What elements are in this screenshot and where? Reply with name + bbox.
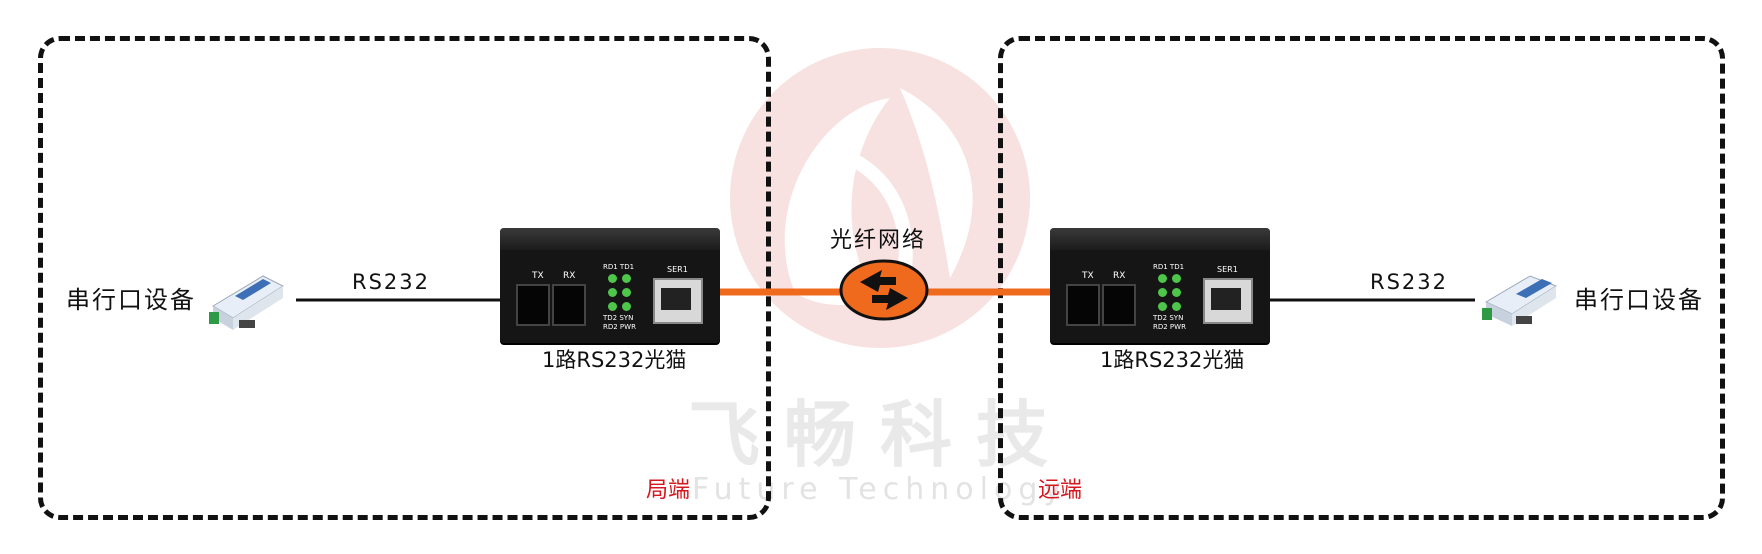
remote-end-box: [998, 36, 1725, 520]
led-syn: [622, 302, 631, 311]
tx-port: [1066, 284, 1100, 326]
serial-device-left-icon: [209, 275, 285, 330]
ser1-rj45-port: [1203, 278, 1253, 324]
led-rd1: [608, 274, 617, 283]
watermark-logo-icon: [730, 48, 1030, 348]
fiber-network-label: 光纤网络: [830, 228, 927, 253]
rx-port-label: RX: [563, 271, 576, 281]
rx-port: [1102, 284, 1136, 326]
led-td2: [1158, 302, 1167, 311]
local-end-label: 局端: [646, 478, 691, 503]
fiber-modem-right: TX RX RD1 TD1 TD2 SYN RD2 PWR SER1: [1050, 228, 1270, 343]
serial-device-label-right: 串行口设备: [1574, 286, 1704, 314]
led-label-row2: TD2 SYN: [603, 314, 634, 322]
ser-port-label: SER1: [667, 265, 688, 274]
led-label-row2: TD2 SYN: [1153, 314, 1184, 322]
led-td1: [622, 274, 631, 283]
rx-port: [552, 284, 586, 326]
led-td1: [1172, 274, 1181, 283]
tx-port-label: TX: [532, 271, 544, 281]
fiber-network-hub-icon: [839, 259, 929, 321]
rs232-label-left: RS232: [352, 270, 431, 294]
led-b: [622, 288, 631, 297]
remote-end-label: 远端: [1038, 478, 1083, 503]
modem-top: [500, 228, 720, 250]
tx-port: [516, 284, 550, 326]
led-rd1: [1158, 274, 1167, 283]
led-b: [1172, 288, 1181, 297]
led-label-row3: RD2 PWR: [1153, 323, 1186, 331]
rx-port-label: RX: [1113, 271, 1126, 281]
modem-label-left: 1路RS232光猫: [542, 348, 687, 372]
serial-device-right-icon: [1482, 275, 1558, 326]
led-label-row3: RD2 PWR: [603, 323, 636, 331]
led-a: [1158, 288, 1167, 297]
local-end-box: [38, 36, 771, 520]
serial-device-label-left: 串行口设备: [66, 286, 196, 314]
ser1-rj45-port: [653, 278, 703, 324]
led-td2: [608, 302, 617, 311]
modem-label-right: 1路RS232光猫: [1100, 348, 1245, 372]
watermark-chinese: 飞畅科技: [688, 393, 1073, 477]
led-label-row1: RD1 TD1: [1153, 263, 1185, 271]
ser-port-label: SER1: [1217, 265, 1238, 274]
led-a: [608, 288, 617, 297]
tx-port-label: TX: [1082, 271, 1094, 281]
modem-top: [1050, 228, 1270, 250]
led-syn: [1172, 302, 1181, 311]
led-label-row1: RD1 TD1: [603, 263, 635, 271]
rs232-label-right: RS232: [1370, 270, 1449, 294]
fiber-modem-left: TX RX RD1 TD1 TD2 SYN RD2 PWR SER1: [500, 228, 720, 343]
